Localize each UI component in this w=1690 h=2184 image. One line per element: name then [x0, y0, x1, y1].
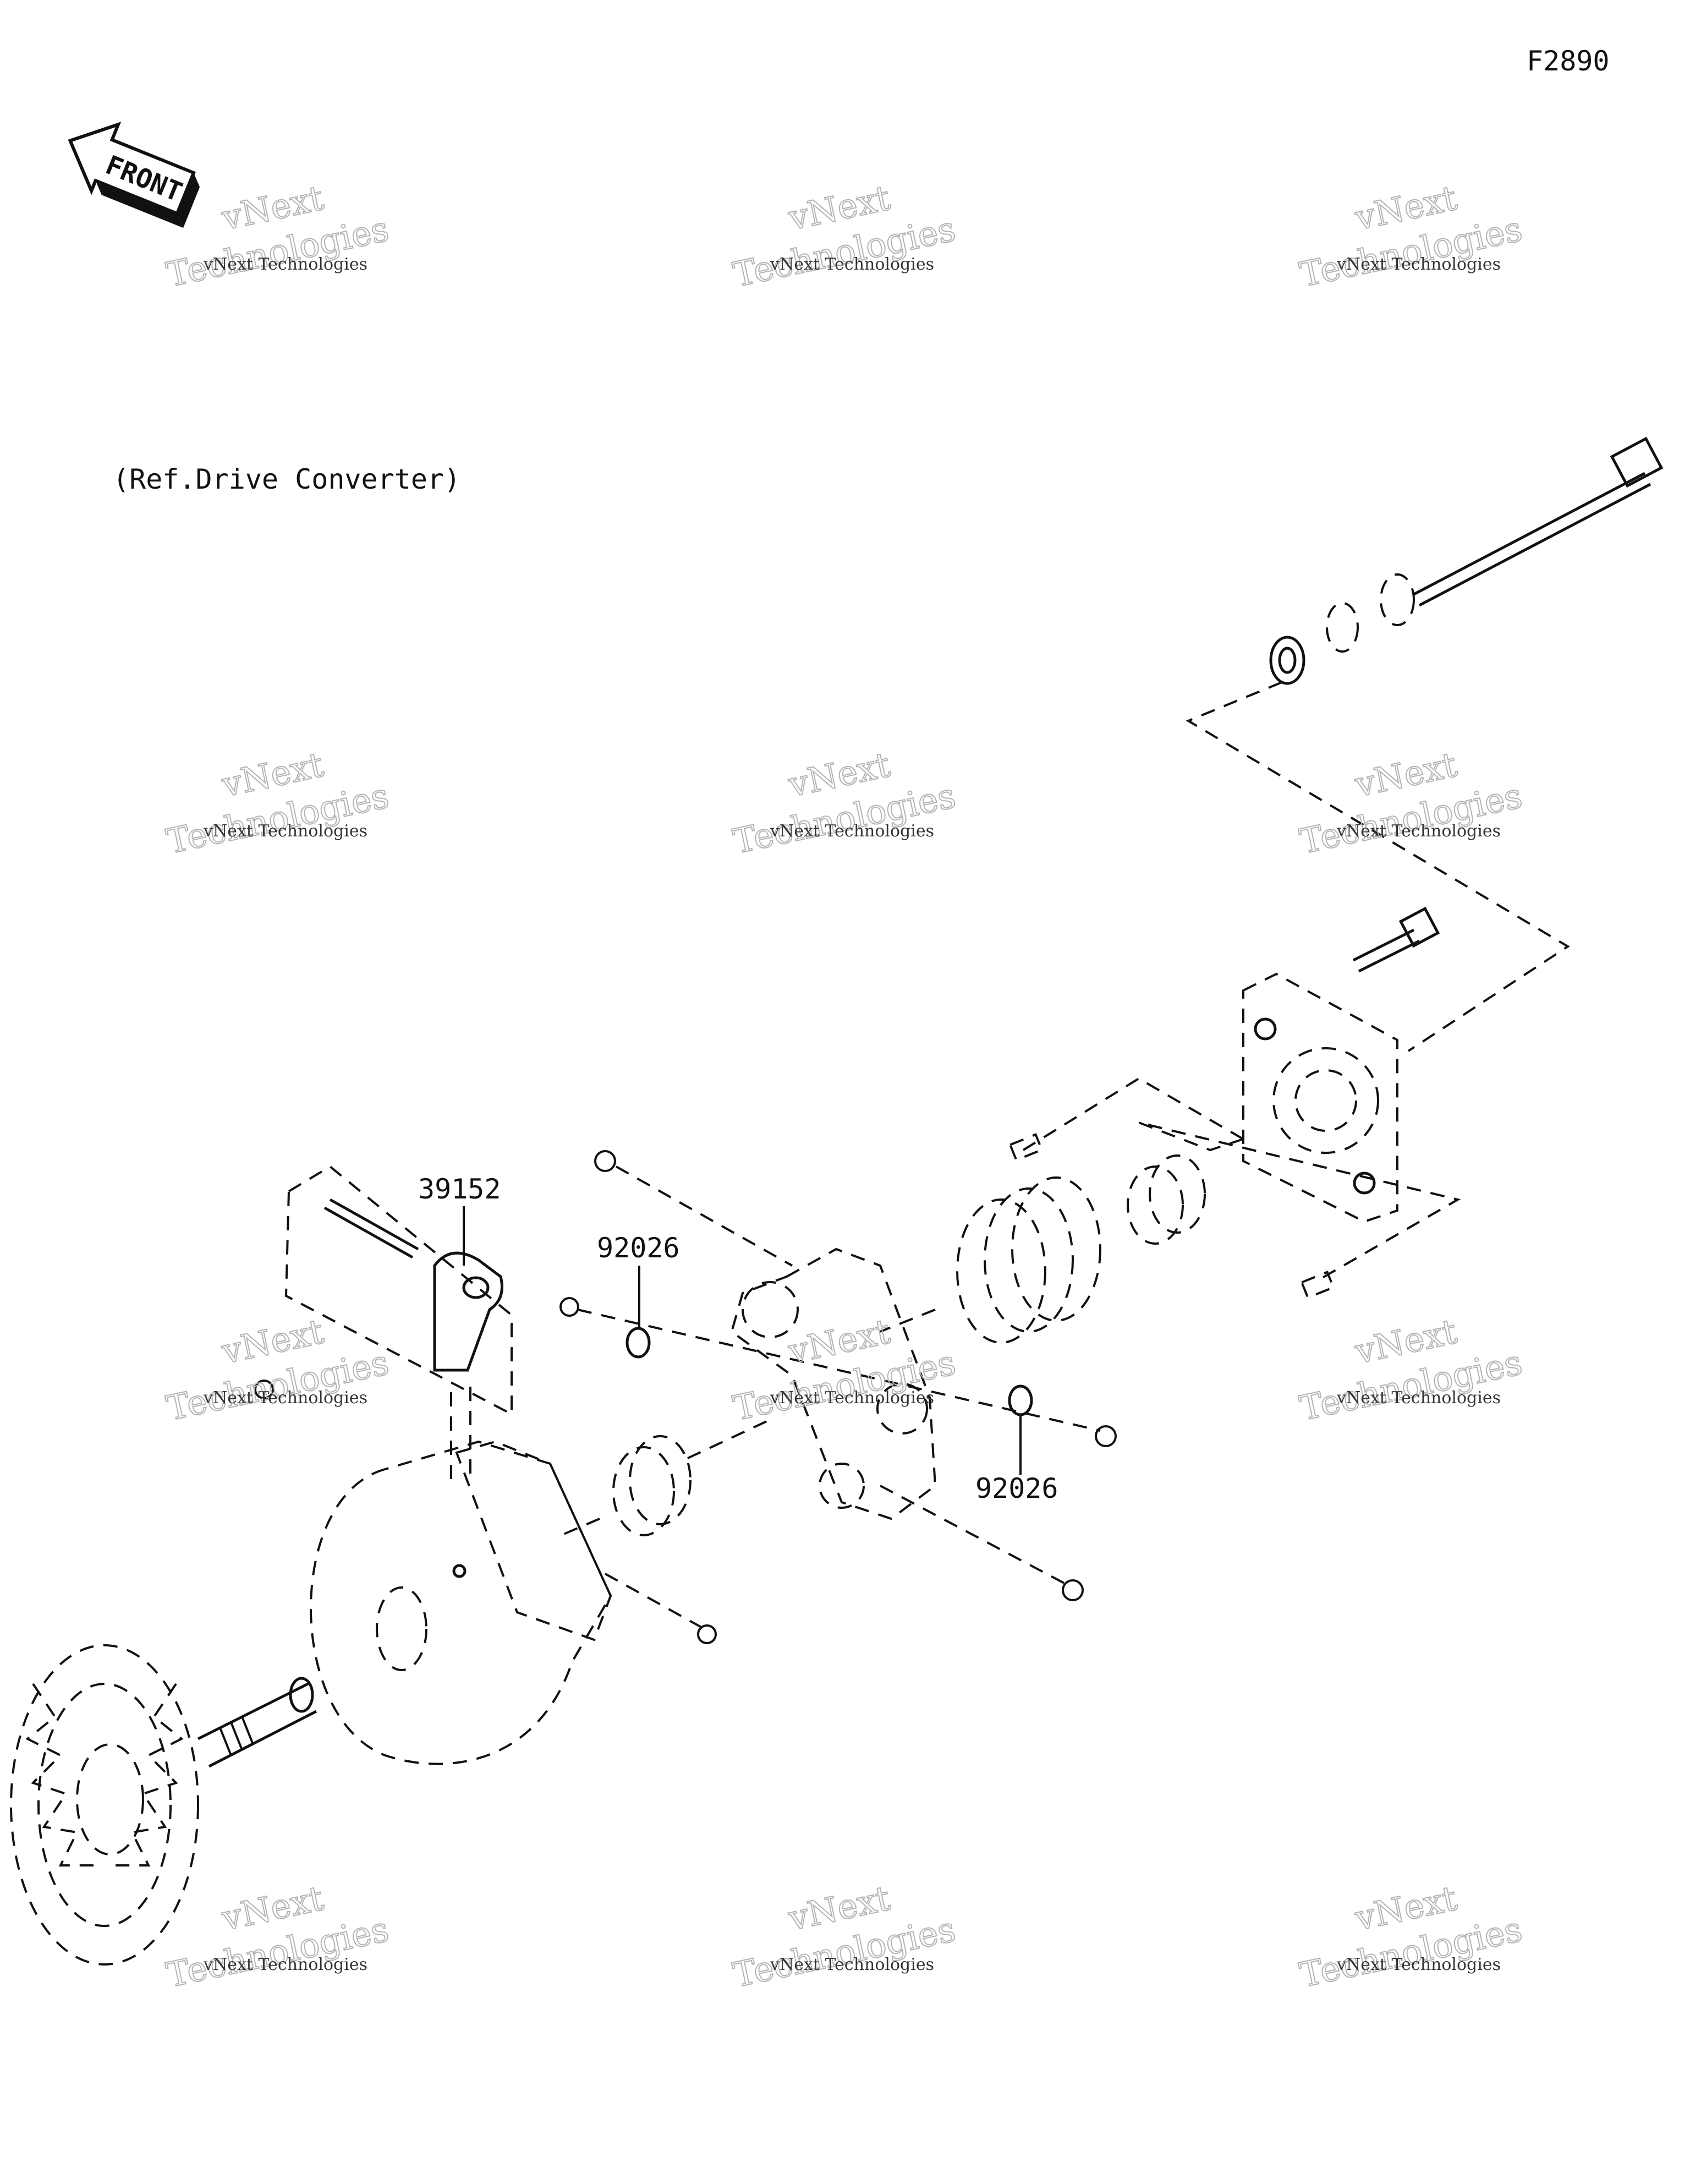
callout-92026-left: 92026 [597, 1232, 680, 1329]
leader-screw-1 [616, 1165, 793, 1267]
leader-screw-4 [605, 1573, 705, 1630]
callout-label: 92026 [597, 1232, 680, 1264]
callout-label: 39152 [418, 1173, 501, 1205]
fixed-sheave-fan-part [10, 1644, 317, 1966]
roller-arm-part [284, 1165, 513, 1486]
watermark-3-3: vNext Technologies vNext Technologies [1296, 1311, 1526, 1429]
watermark-2-1: vNext Technologies vNext Technologies [162, 744, 393, 862]
watermark-text: vNext Technologies [770, 1955, 934, 1974]
movable-sheave-part [310, 1440, 612, 1765]
cover-plate-part [1242, 972, 1398, 1223]
watermark-text: vNext Technologies [203, 1955, 367, 1974]
screw-part [254, 1150, 1117, 1644]
callout-label: 92026 [975, 1473, 1058, 1504]
leader-screw-3 [880, 1485, 1068, 1586]
spider-hub-part [730, 1247, 937, 1520]
watermark-text: vNext Technologies [1336, 1955, 1501, 1974]
watermark-1-3: vNext Technologies vNext Technologies [1296, 177, 1526, 295]
watermark-4-2: vNext Technologies vNext Technologies [729, 1878, 959, 1996]
o-ring-right-part [1008, 1384, 1033, 1416]
washer-stack-part [1269, 573, 1415, 685]
figure-code: F2890 [1527, 45, 1610, 77]
long-bolt-part [1413, 436, 1664, 607]
callout-39152: 39152 [418, 1173, 501, 1266]
small-bolt-part [1352, 906, 1440, 973]
leader-frame-right [1138, 1121, 1461, 1283]
collar-part [1127, 1154, 1206, 1245]
bushing-part [561, 1419, 771, 1536]
ref-note: (Ref.Drive Converter) [113, 463, 460, 495]
watermark-4-3: vNext Technologies vNext Technologies [1296, 1878, 1526, 1996]
watermark-4-1: vNext Technologies vNext Technologies [162, 1878, 393, 1996]
watermark-text: vNext Technologies [770, 1388, 934, 1408]
watermark-text: vNext Technologies [203, 822, 367, 841]
watermark-text: vNext Technologies [770, 255, 934, 274]
watermark-text: vNext Technologies [203, 1388, 367, 1408]
watermark-text: vNext Technologies [1336, 1388, 1501, 1408]
spring-part [880, 1176, 1101, 1344]
watermark-3-1: vNext Technologies vNext Technologies [162, 1311, 393, 1429]
o-ring-left-part [625, 1327, 651, 1359]
watermark-text: vNext Technologies [203, 255, 367, 274]
watermark-text: vNext Technologies [1336, 255, 1501, 274]
leader-pin-right [1022, 1077, 1244, 1151]
watermark-text: vNext Technologies [770, 822, 934, 841]
pin-part [1008, 1133, 1335, 1299]
leader-washers [1186, 681, 1570, 1052]
watermark-2-3: vNext Technologies vNext Technologies [1296, 744, 1526, 862]
watermark-grid: vNext Technologies vNext Technologies vN… [162, 177, 1526, 1996]
watermark-2-2: vNext Technologies vNext Technologies [729, 744, 959, 862]
front-arrow-icon: FRONT [68, 122, 200, 228]
callout-92026-right: 92026 [975, 1414, 1058, 1504]
watermark-1-2: vNext Technologies vNext Technologies [729, 177, 959, 295]
watermark-text: vNext Technologies [1336, 822, 1501, 841]
